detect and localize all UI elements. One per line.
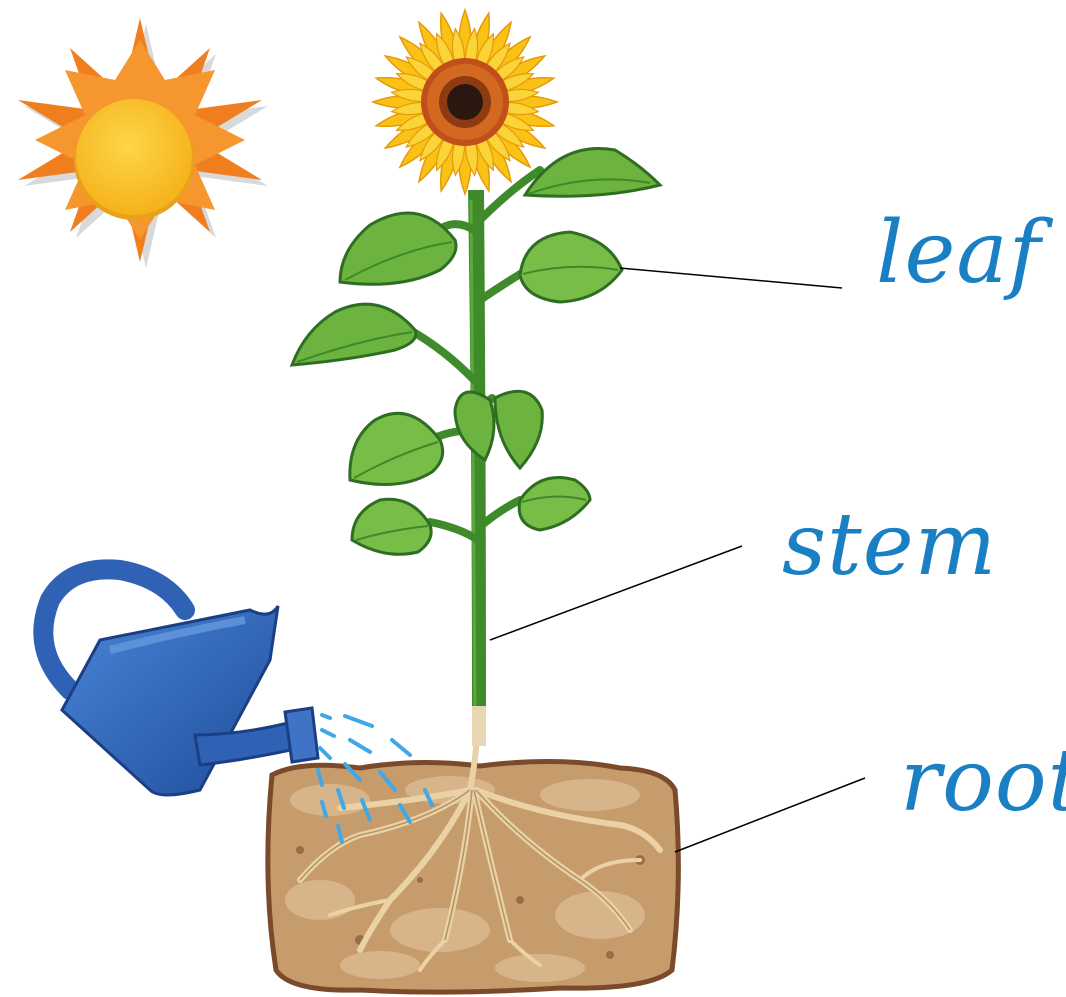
watering-can-icon xyxy=(43,569,318,795)
leaf-label: leaf xyxy=(876,210,1042,296)
leaf-leader-line xyxy=(620,268,842,288)
sunflower-head-icon xyxy=(373,10,557,194)
sun-icon xyxy=(18,18,268,268)
stem-label: stem xyxy=(782,502,997,588)
root-label: root xyxy=(900,738,1066,824)
root-leader-line xyxy=(675,778,865,852)
stem-leader-line xyxy=(490,546,742,640)
